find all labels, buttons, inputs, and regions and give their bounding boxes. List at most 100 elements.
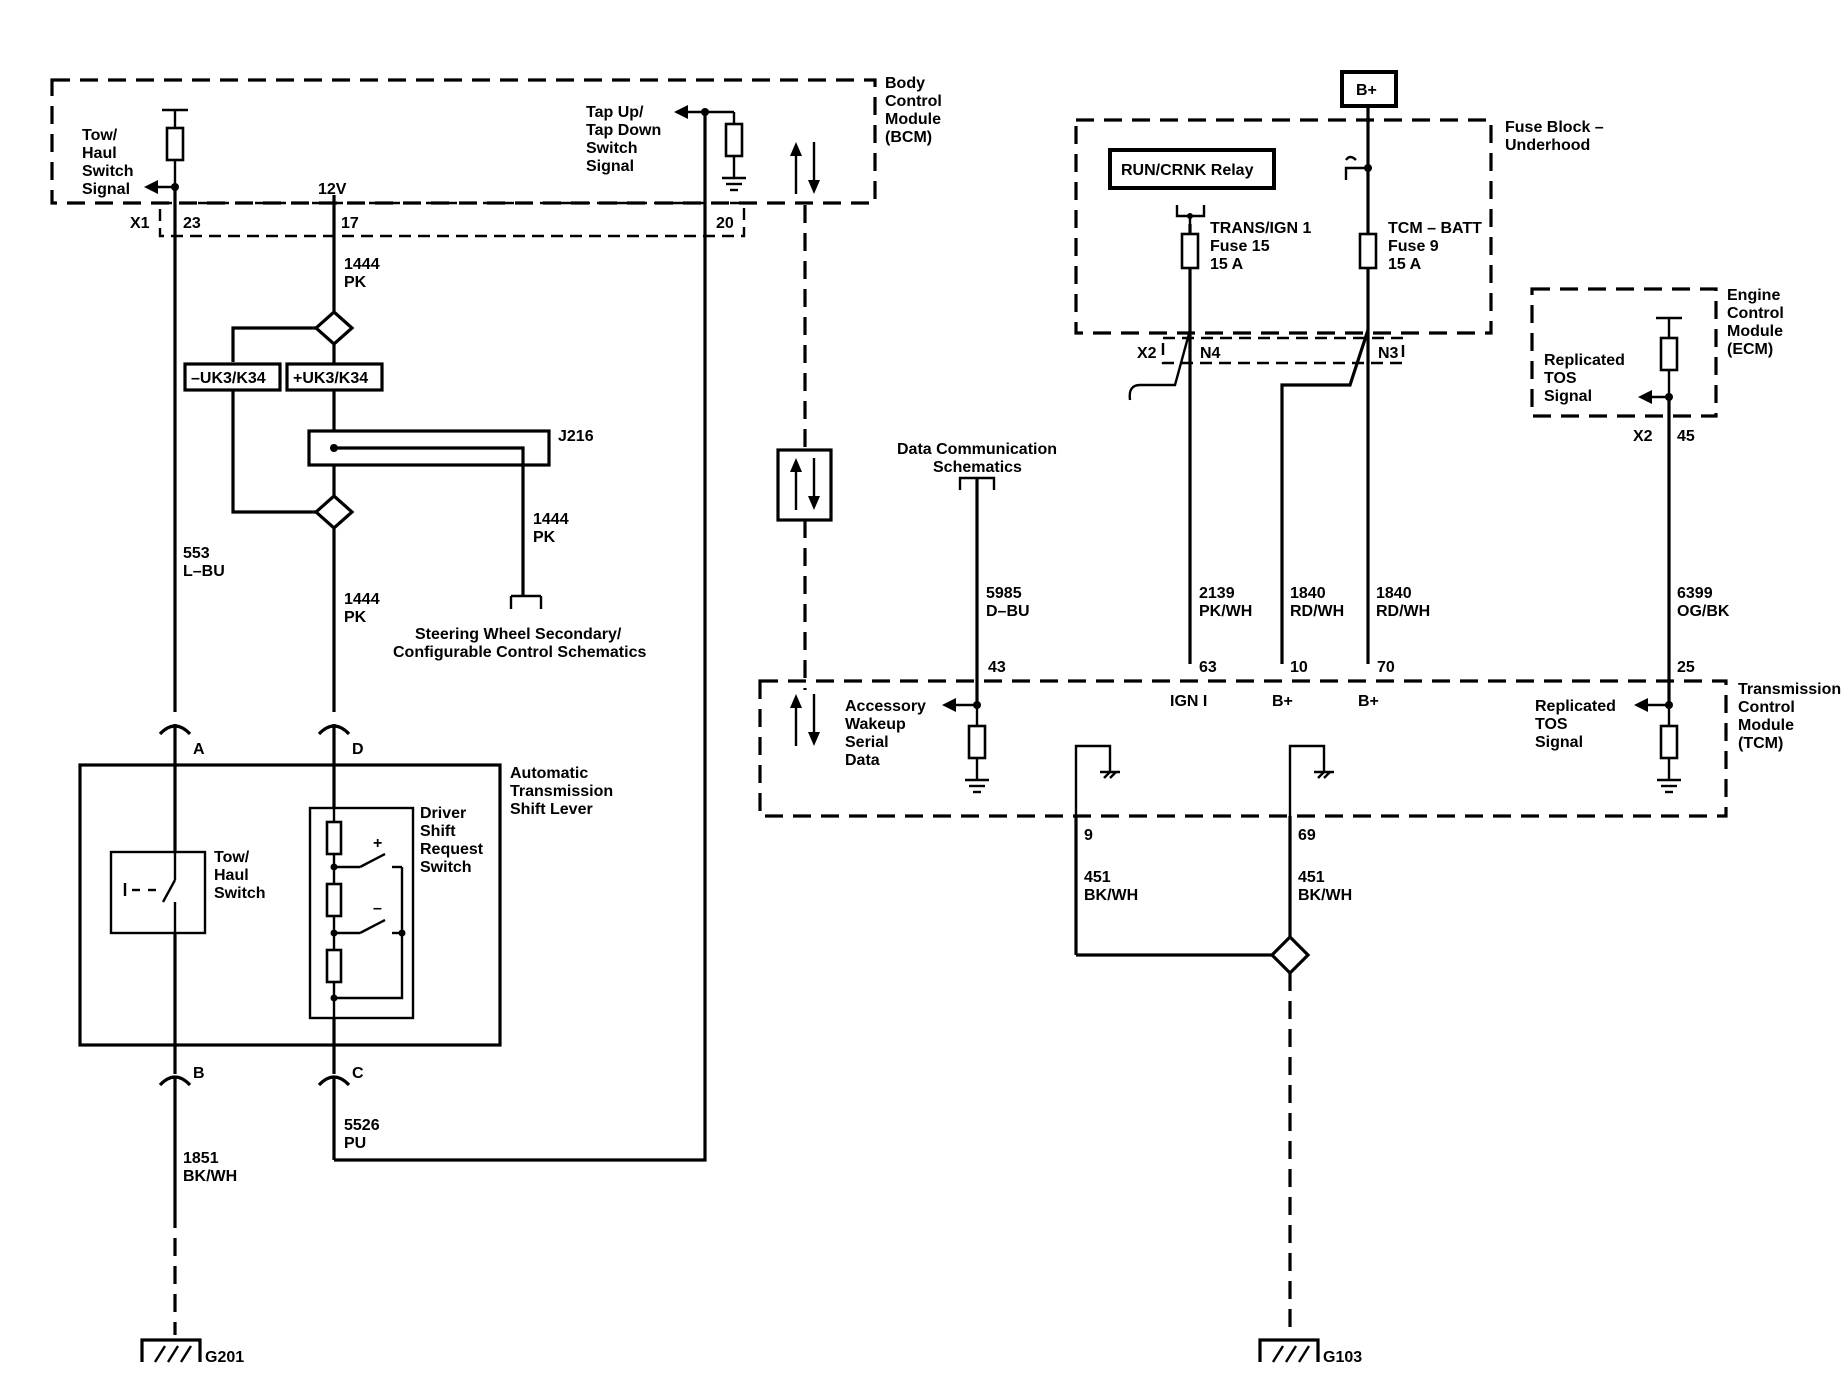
splice-top-diamond: [313, 309, 355, 347]
plus-sign: +: [373, 835, 382, 852]
tow-haul-signal-label: Tow/ Haul Switch Signal: [82, 127, 138, 198]
shift-lever-label: Automatic Transmission Shift Lever: [510, 765, 618, 818]
pin-9-label: 9: [1084, 827, 1093, 844]
accessory-wakeup-label: Accessory Wakeup Serial Data: [845, 698, 930, 769]
ground-g103-label: G103: [1323, 1349, 1362, 1366]
tcm-ground-69: [1288, 744, 1334, 955]
run-crnk-relay-box: [1108, 148, 1276, 190]
connector-x1-label: X1: [130, 215, 150, 232]
wire-1840a-label: 1840 RD/WH: [1290, 585, 1344, 620]
arrow-left-icon: [942, 698, 956, 712]
tcm-label: Transmission Control Module (TCM): [1738, 681, 1846, 752]
option-plus-uk3-label: +UK3/K34: [293, 370, 368, 387]
wire-5526: [334, 112, 707, 1162]
arrow-left-icon: [144, 180, 158, 194]
module-labels: Body Control Module (BCM) Fuse Block – U…: [510, 75, 1846, 818]
fuse-block-outline: [1074, 118, 1493, 335]
wire-1444-top-label: 1444 PK: [344, 256, 384, 291]
connector-d: D: [317, 724, 364, 765]
tcm-ground-9: [1074, 744, 1120, 955]
tcm-tos-circuit: Replicated TOS Signal: [1535, 698, 1681, 794]
pin-43-label: 43: [988, 659, 1006, 676]
ecm-pullup-resistor: [1659, 336, 1679, 372]
connector-x2-ecm-label: X2: [1633, 428, 1653, 445]
pin-d-label: D: [352, 741, 364, 758]
wire-1840b-label: 1840 RD/WH: [1376, 585, 1430, 620]
bcm-connector-x1: [158, 201, 746, 238]
ecm-tos-circuit: Replicated TOS Signal: [1544, 316, 1682, 405]
bcm-label: Body Control Module (BCM): [885, 75, 946, 146]
tcm-wakeup-circuit: Accessory Wakeup Serial Data: [845, 698, 989, 794]
connector-n3-label: N3: [1378, 345, 1399, 362]
data-comm-reference-label: Data Communication Schematics: [897, 441, 1061, 476]
replicated-tos-tcm-label: Replicated TOS Signal: [1535, 698, 1620, 751]
wire-2139-label: 2139 PK/WH: [1199, 585, 1252, 620]
data-link-box: [776, 448, 833, 522]
pin-20-label: 20: [716, 215, 734, 232]
fuse-connector-x2: [1161, 336, 1405, 365]
relay-contact-icon: [1175, 205, 1206, 224]
serial-data-link: [776, 142, 833, 746]
b-plus-box: [1340, 70, 1398, 108]
ecm-label: Engine Control Module (ECM): [1727, 287, 1788, 358]
run-crnk-relay-label: RUN/CRNK Relay: [1121, 162, 1254, 179]
connector-b: B: [158, 1045, 205, 1210]
arrow-left-icon: [674, 105, 688, 119]
wire-1444-mid-label: 1444 PK: [344, 591, 384, 626]
fuse-15-label: TRANS/IGN 1 Fuse 15 15 A: [1210, 220, 1316, 273]
bcm-pulldown-resistor: [724, 122, 744, 158]
replicated-tos-ecm-label: Replicated TOS Signal: [1544, 352, 1629, 405]
b-plus-box-label: B+: [1356, 82, 1377, 99]
ign1-label: IGN I: [1170, 693, 1207, 710]
b-plus-70-label: B+: [1358, 693, 1379, 710]
pin-17-label: 17: [341, 215, 359, 232]
ladder-resistor-2: [325, 882, 343, 918]
splice-bottom-diamond: [313, 493, 355, 531]
tow-haul-switch-box: [109, 850, 207, 935]
tcm-wakeup-resistor: [967, 724, 987, 760]
b-plus-10-label: B+: [1272, 693, 1293, 710]
ground-symbol-icon: [1657, 778, 1681, 794]
bcm-tow-haul-circuit: Tow/ Haul Switch Signal: [82, 108, 188, 198]
option-minus-uk3-label: –UK3/K34: [191, 370, 266, 387]
connector-c: C: [317, 1045, 364, 1160]
ground-g103-icon: [1258, 1338, 1320, 1363]
wire-1851-label: 1851 BK/WH: [183, 1150, 237, 1185]
wire-6399-label: 6399 OG/BK: [1677, 585, 1730, 620]
tap-signal-label: Tap Up/ Tap Down Switch Signal: [586, 104, 666, 175]
pin-10-label: 10: [1290, 659, 1308, 676]
wire-553-label: 553 L–BU: [183, 545, 225, 580]
ladder-resistor-1: [325, 820, 343, 856]
minus-sign: –: [373, 900, 382, 917]
pin-69-label: 69: [1298, 827, 1316, 844]
tow-haul-switch-label: Tow/ Haul Switch: [214, 849, 266, 902]
connector-a: A: [158, 724, 205, 765]
module-outlines: [50, 78, 1728, 1047]
ground-g201-icon: [140, 1338, 202, 1363]
ecm-outline: [1530, 287, 1718, 418]
connector-x2-fuse-label: X2: [1137, 345, 1157, 362]
fuse-15: [1180, 232, 1200, 270]
wire-5985-label: 5985 D–BU: [986, 585, 1030, 620]
ground-g201-label: G201: [205, 1349, 244, 1366]
driver-shift-label: Driver Shift Request Switch: [420, 805, 488, 876]
fuse-9-label: TCM – BATT Fuse 9 15 A: [1388, 220, 1486, 273]
steering-reference-label: Steering Wheel Secondary/ Configurable C…: [393, 626, 646, 661]
tcm-outline: [758, 679, 1728, 818]
ground-splice-diamond: [1269, 934, 1311, 976]
bcm-outline: [50, 78, 877, 205]
pin-b-label: B: [193, 1065, 205, 1082]
pin-63-label: 63: [1199, 659, 1217, 676]
wire-1444-right-label: 1444 PK: [533, 511, 573, 546]
bidirectional-arrow-icon: [790, 458, 820, 510]
pin-70-label: 70: [1377, 659, 1395, 676]
ladder-resistor-3: [325, 948, 343, 984]
bidirectional-arrow-icon: [790, 142, 820, 194]
ground-symbol-icon: [722, 176, 746, 192]
fuse-9: [1358, 232, 1378, 270]
tcm-tos-resistor: [1659, 724, 1679, 760]
tow-haul-switch-icon: [123, 852, 177, 933]
bidirectional-arrow-icon: [790, 694, 820, 746]
wire-451a-label: 451 BK/WH: [1084, 869, 1138, 904]
